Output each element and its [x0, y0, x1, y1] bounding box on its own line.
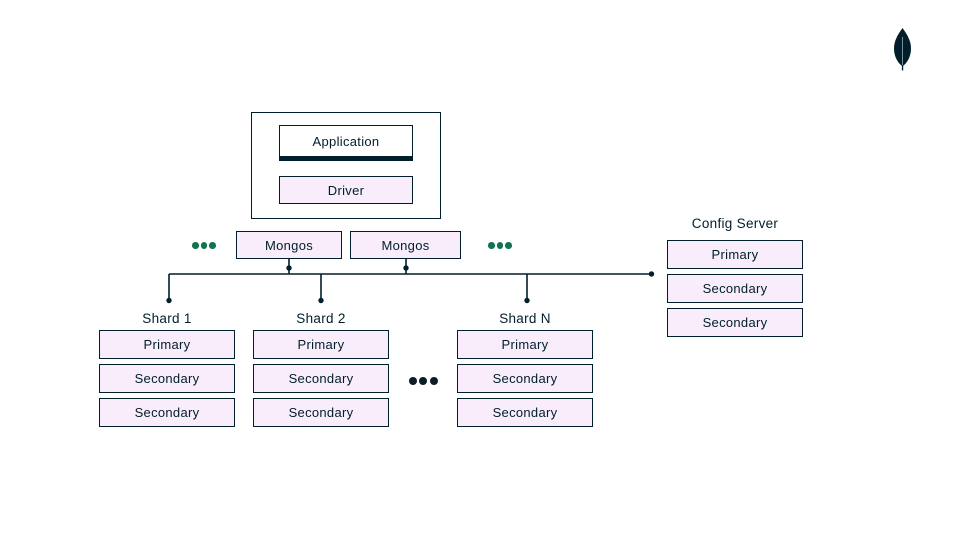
shardN-node-secondary-2: Secondary [457, 398, 593, 427]
config-server-title: Config Server [691, 216, 779, 231]
driver-label: Driver [327, 182, 365, 198]
config-node-secondary-2: Secondary [667, 308, 803, 337]
shard2-node-secondary-1: Secondary [253, 364, 389, 393]
mongos-label: Mongos [264, 237, 314, 253]
shard2-node-secondary-2: Secondary [253, 398, 389, 427]
node-label: Secondary [702, 281, 768, 296]
node-label: Secondary [134, 371, 200, 386]
shard1-node-secondary-2: Secondary [99, 398, 235, 427]
ellipsis-icon [409, 377, 438, 385]
ellipsis-icon [192, 242, 216, 249]
green-dot [505, 242, 512, 249]
node-label: Primary [501, 337, 549, 352]
node-label: Secondary [702, 315, 768, 330]
config-node-secondary-1: Secondary [667, 274, 803, 303]
node-label: Secondary [288, 371, 354, 386]
arrow-dot [403, 265, 409, 271]
node-label: Secondary [492, 371, 558, 386]
arrow-dot [166, 297, 172, 304]
shardN-node-secondary-1: Secondary [457, 364, 593, 393]
arrow-dot [286, 265, 292, 271]
black-dot [429, 377, 438, 385]
node-label: Secondary [134, 405, 200, 420]
shard2-node-primary: Primary [253, 330, 389, 359]
application-box: Application [279, 125, 413, 161]
shardN-node-primary: Primary [457, 330, 593, 359]
mongos-box-1: Mongos [236, 231, 342, 259]
node-label: Secondary [288, 405, 354, 420]
arrow-dot [524, 297, 530, 304]
node-label: Primary [143, 337, 191, 352]
green-dot [200, 242, 208, 249]
green-dot [496, 242, 504, 249]
shard1-node-primary: Primary [99, 330, 235, 359]
shard2-title: Shard 2 [296, 311, 346, 326]
config-node-primary: Primary [667, 240, 803, 269]
node-label: Secondary [492, 405, 558, 420]
ellipsis-icon [488, 242, 512, 249]
black-dot [409, 377, 417, 385]
arrow-dot-config [648, 271, 655, 277]
application-label: Application [312, 133, 380, 149]
shard1-node-secondary-1: Secondary [99, 364, 235, 393]
mongodb-leaf-icon [894, 28, 911, 71]
green-dot [192, 242, 199, 249]
node-label: Primary [711, 247, 759, 262]
black-dot [419, 377, 428, 385]
shard1-title: Shard 1 [142, 311, 192, 326]
node-label: Primary [297, 337, 345, 352]
driver-box: Driver [279, 176, 413, 204]
arrow-dot [318, 297, 324, 304]
mongos-label: Mongos [381, 237, 430, 253]
green-dot [488, 242, 495, 249]
green-dot [209, 242, 216, 249]
shardN-title: Shard N [499, 311, 551, 326]
mongos-box-2: Mongos [350, 231, 461, 259]
